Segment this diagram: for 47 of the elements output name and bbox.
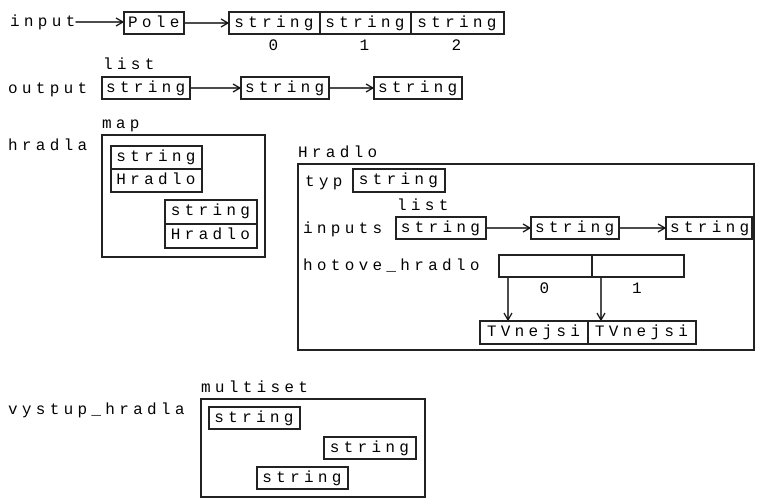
type-box: Hradlo bbox=[110, 168, 203, 193]
field-label: typ bbox=[305, 173, 347, 191]
type-box: string bbox=[164, 199, 258, 225]
container-type-label: multiset bbox=[201, 379, 312, 397]
field-label: vystup_hradla bbox=[8, 401, 189, 419]
arrow bbox=[487, 223, 531, 233]
index-label: 0 bbox=[268, 37, 282, 55]
type-box: string bbox=[352, 168, 446, 193]
index-label: 1 bbox=[360, 37, 374, 55]
arrow bbox=[76, 17, 124, 27]
field-label: hradla bbox=[8, 137, 92, 155]
type-box: string bbox=[323, 436, 417, 460]
variable-name: input bbox=[10, 12, 80, 32]
arrow bbox=[191, 83, 241, 93]
index-label: 1 bbox=[632, 280, 646, 298]
empty-cell bbox=[591, 254, 685, 278]
type-box: string bbox=[373, 76, 463, 100]
type-box: string bbox=[101, 76, 191, 100]
arrow bbox=[330, 83, 374, 93]
empty-cell bbox=[498, 254, 593, 278]
container-type-label: Hradlo bbox=[298, 144, 382, 162]
type-box: Hradlo bbox=[164, 223, 258, 249]
type-box: string bbox=[319, 11, 412, 35]
field-label: list bbox=[397, 197, 453, 215]
type-box: string bbox=[410, 11, 505, 35]
field-label: hotove_hradlo bbox=[303, 257, 484, 275]
field-label: list bbox=[103, 56, 159, 74]
type-box: TVnejsi bbox=[587, 320, 697, 345]
type-box: string bbox=[208, 406, 301, 430]
index-label: 0 bbox=[540, 280, 554, 298]
arrow bbox=[185, 18, 229, 28]
type-box: string bbox=[228, 11, 321, 35]
arrow bbox=[503, 278, 513, 321]
type-box: string bbox=[530, 216, 620, 240]
type-box: string bbox=[110, 145, 203, 170]
type-box: string bbox=[665, 216, 753, 240]
type-box: string bbox=[395, 216, 487, 240]
arrow bbox=[620, 223, 666, 233]
type-box: string bbox=[256, 466, 349, 490]
type-box: string bbox=[240, 76, 330, 100]
field-label: inputs bbox=[303, 220, 386, 238]
type-box: TVnejsi bbox=[479, 320, 589, 345]
container-type-label: map bbox=[102, 115, 144, 133]
index-label: 2 bbox=[452, 37, 466, 55]
type-box: Pole bbox=[123, 11, 185, 35]
arrow bbox=[596, 278, 606, 321]
field-label: output bbox=[8, 80, 92, 98]
